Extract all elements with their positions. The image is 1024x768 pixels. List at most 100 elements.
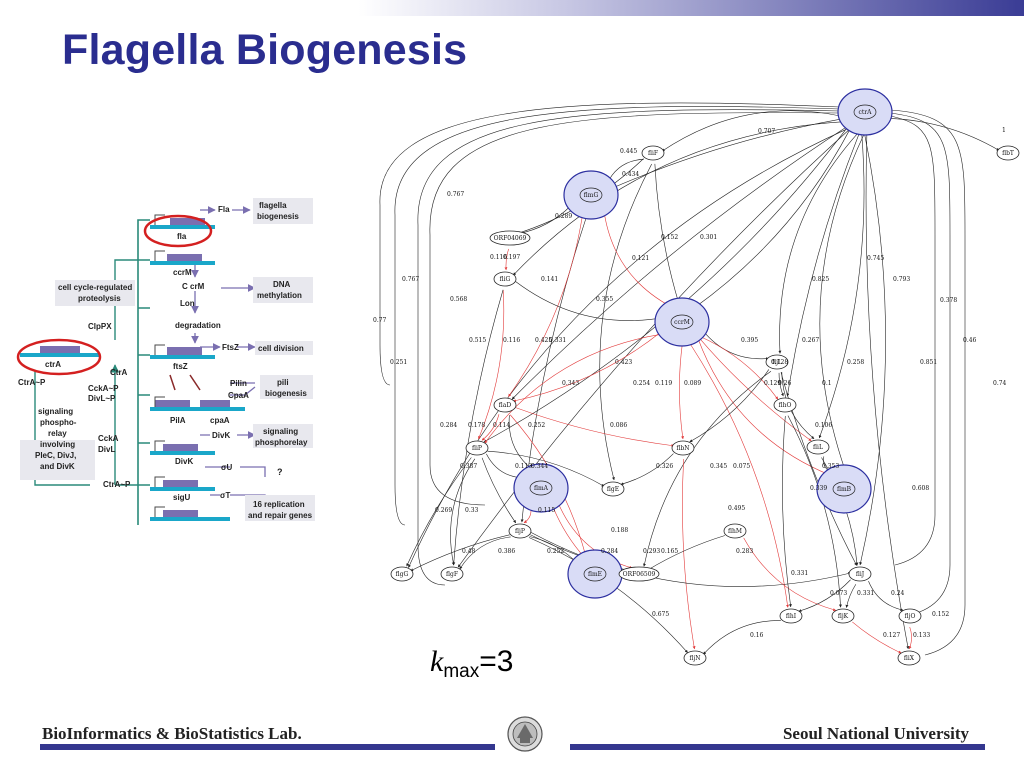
node-fljK: fljK bbox=[831, 608, 855, 624]
edge-fljP-fliJ bbox=[530, 532, 852, 587]
svg-text:phospho-: phospho- bbox=[40, 418, 77, 427]
edge-fliJ-flhI bbox=[798, 579, 851, 612]
svg-text:CpaA: CpaA bbox=[228, 391, 249, 400]
svg-text:CtrA~P: CtrA~P bbox=[103, 480, 131, 489]
gene-ccrm: ccrM bbox=[150, 254, 215, 277]
edge-weight-label: 0.258 bbox=[847, 359, 864, 366]
edge-weight-label: 0.515 bbox=[469, 337, 486, 344]
edge-ctrA-fljL bbox=[778, 133, 858, 354]
node-flbN: flbN bbox=[671, 440, 695, 456]
edge-weight-label: 0.165 bbox=[661, 548, 678, 555]
node-fliF: fliF bbox=[641, 145, 665, 161]
node-fliJ: fliJ bbox=[848, 566, 872, 582]
svg-text:flgE: flgE bbox=[607, 486, 619, 493]
svg-text:Fla: Fla bbox=[218, 205, 230, 214]
edge-ctrA-flgF bbox=[457, 128, 850, 568]
svg-text:biogenesis: biogenesis bbox=[257, 212, 299, 221]
svg-text:flbN: flbN bbox=[676, 445, 689, 452]
svg-text:ftsZ: ftsZ bbox=[173, 362, 188, 371]
node-flaD: flaD bbox=[493, 397, 517, 413]
svg-text:DivL: DivL bbox=[98, 445, 115, 454]
edge-fljL-fliJ bbox=[780, 372, 857, 566]
edge-weight-label: 0.116 bbox=[490, 254, 507, 261]
edge-weight-label: 0.767 bbox=[402, 276, 419, 283]
edge-weight-label: 0.767 bbox=[447, 191, 464, 198]
footer-lab-name: BioInformatics & BioStatistics Lab. bbox=[42, 724, 302, 743]
edge-ctrA-flhO bbox=[786, 134, 860, 397]
edge-weight-label: 0.127 bbox=[883, 632, 900, 639]
edge-ctrA-right-0 bbox=[889, 109, 966, 656]
edge-flhM-ORF06509 bbox=[647, 535, 726, 571]
edge-ctrA-flaD bbox=[511, 126, 848, 400]
edge-ctrA-fliJ bbox=[859, 134, 886, 566]
svg-text:degradation: degradation bbox=[175, 321, 221, 330]
edge-ctrA-fliL bbox=[818, 134, 865, 439]
edge-weight-label: 0.353 bbox=[822, 463, 839, 470]
gene-ftsz: ftsZ bbox=[150, 347, 215, 371]
edge-flhI-fljN bbox=[703, 620, 781, 655]
edge-ctrA-outer-2 bbox=[417, 109, 841, 586]
edge-weight-label: 0.293 bbox=[643, 548, 660, 555]
university-seal-icon bbox=[507, 716, 543, 752]
svg-text:CckA: CckA bbox=[98, 434, 119, 443]
svg-text:biogenesis: biogenesis bbox=[265, 389, 307, 398]
edge-weight-label: 0.825 bbox=[812, 276, 829, 283]
edge-fljP-flgF bbox=[459, 536, 511, 570]
svg-text:methylation: methylation bbox=[257, 291, 302, 300]
edge-weight-label: 1 bbox=[1002, 127, 1006, 134]
svg-text:pili: pili bbox=[277, 378, 289, 387]
svg-text:flhO: flhO bbox=[779, 402, 792, 409]
svg-text:proteolysis: proteolysis bbox=[78, 294, 121, 303]
edge-weight-label: 0.114 bbox=[493, 422, 510, 429]
edge-ctrA-fliF bbox=[661, 110, 843, 152]
edge-weight-label: 0.445 bbox=[620, 148, 637, 155]
svg-text:16 replication: 16 replication bbox=[253, 500, 305, 509]
edge-flmA-fljP bbox=[523, 508, 532, 524]
svg-text:fliJ: fliJ bbox=[856, 571, 865, 578]
edge-fljL-ORF06509 bbox=[643, 371, 772, 567]
node-fljL: fljL bbox=[765, 354, 789, 370]
edge-weight-label: 0.284 bbox=[440, 422, 457, 429]
svg-text:flbT: flbT bbox=[1002, 150, 1014, 157]
svg-text:ORF06509: ORF06509 bbox=[623, 571, 656, 578]
edge-weight-label: 0.152 bbox=[932, 611, 949, 618]
edge-weight-label: 0.283 bbox=[736, 548, 753, 555]
svg-text:cell cycle-regulated: cell cycle-regulated bbox=[58, 283, 132, 292]
svg-text:σT: σT bbox=[220, 491, 230, 500]
edge-weight-label: 0.434 bbox=[622, 171, 639, 178]
svg-text:flgG: flgG bbox=[396, 571, 409, 578]
edge-weight-label: 0.133 bbox=[913, 632, 930, 639]
svg-text:fljK: fljK bbox=[838, 613, 849, 620]
node-fljP: fljP bbox=[508, 523, 532, 539]
edge-weight-label: 0.326 bbox=[656, 463, 673, 470]
edge-weight-label: 0.24 bbox=[891, 590, 905, 597]
edge-flbN-fljN bbox=[682, 459, 696, 650]
edge-weight-label: 0.115 bbox=[538, 507, 555, 514]
svg-text:fliF: fliF bbox=[648, 150, 658, 157]
node-flmB: flmB bbox=[816, 464, 872, 514]
edge-ccrM-flmB bbox=[697, 338, 832, 476]
svg-text:cpaA: cpaA bbox=[210, 416, 230, 425]
node-ctrA: ctrA bbox=[837, 88, 893, 136]
node-flhO: flhO bbox=[773, 397, 797, 413]
edge-weight-label: 0.252 bbox=[547, 548, 564, 555]
svg-text:ctrA: ctrA bbox=[859, 109, 873, 116]
node-flbT: flbT bbox=[996, 145, 1020, 161]
edge-weight-label: 0.152 bbox=[661, 234, 678, 241]
svg-text:involving: involving bbox=[40, 440, 75, 449]
footer-bar-right bbox=[570, 744, 985, 750]
edge-fliP-fljP bbox=[481, 457, 517, 524]
edge-fliF-flgE bbox=[599, 163, 652, 481]
node-flgF: flgF bbox=[440, 566, 464, 582]
edge-weight-label: 0.289 bbox=[555, 213, 572, 220]
edge-weight-label: 0.343 bbox=[562, 380, 579, 387]
edge-flaD-flbN bbox=[515, 407, 675, 448]
edge-ctrA-outer-3 bbox=[429, 112, 841, 506]
node-fljN: fljN bbox=[683, 650, 707, 666]
edge-weight-label: 0.77 bbox=[373, 317, 387, 324]
svg-text:fla: fla bbox=[177, 232, 187, 241]
svg-text:and repair genes: and repair genes bbox=[248, 511, 313, 520]
svg-text:?: ? bbox=[277, 467, 283, 477]
footer-bar-left bbox=[40, 744, 495, 750]
edge-weight-label: 0.495 bbox=[728, 505, 745, 512]
